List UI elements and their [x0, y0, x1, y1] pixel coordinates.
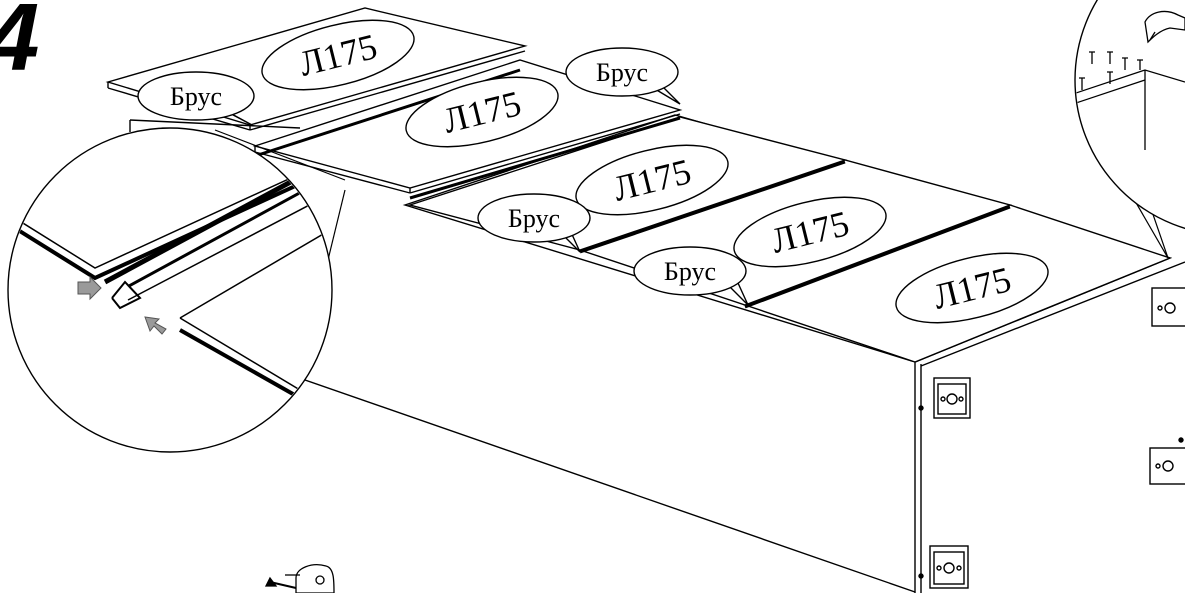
bar-callout-3: Брус — [477, 193, 591, 253]
bar-callout-2: Брус — [565, 47, 681, 105]
nail-icon — [1079, 51, 1143, 90]
bar-callout-text: Брус — [596, 58, 648, 87]
push-arrow-icon — [77, 275, 102, 301]
bar-callouts: Брус Брус Брус Брус — [137, 47, 749, 306]
bar-callout-text: Брус — [664, 257, 716, 286]
bar-callout-1: Брус — [137, 71, 255, 126]
cam-lock-fittings — [918, 287, 1185, 589]
cam-lock-icon — [929, 545, 969, 589]
panel-label-1: Л175 — [261, 19, 415, 91]
bar-callout-text: Брус — [508, 204, 560, 233]
panel-label-5: Л175 — [895, 252, 1049, 324]
nailing-detail-magnifier — [1074, 0, 1185, 259]
cam-lock-icon — [933, 377, 971, 419]
cam-lock-icon — [1151, 287, 1185, 327]
panel-label-2: Л175 — [405, 76, 559, 148]
step-number: 4 — [0, 0, 39, 91]
hammer-icon — [1144, 10, 1185, 44]
panel-labels: Л175 Л175 Л175 Л175 Л175 — [261, 19, 1049, 324]
panel-label-3: Л175 — [575, 144, 729, 216]
bar-callout-4: Брус — [633, 246, 749, 306]
cam-lock-icon — [264, 564, 335, 594]
push-arrow-icon — [144, 316, 167, 335]
cam-lock-icon — [1149, 447, 1185, 485]
bar-callout-text: Брус — [170, 82, 222, 111]
panel-label-4: Л175 — [733, 196, 887, 268]
